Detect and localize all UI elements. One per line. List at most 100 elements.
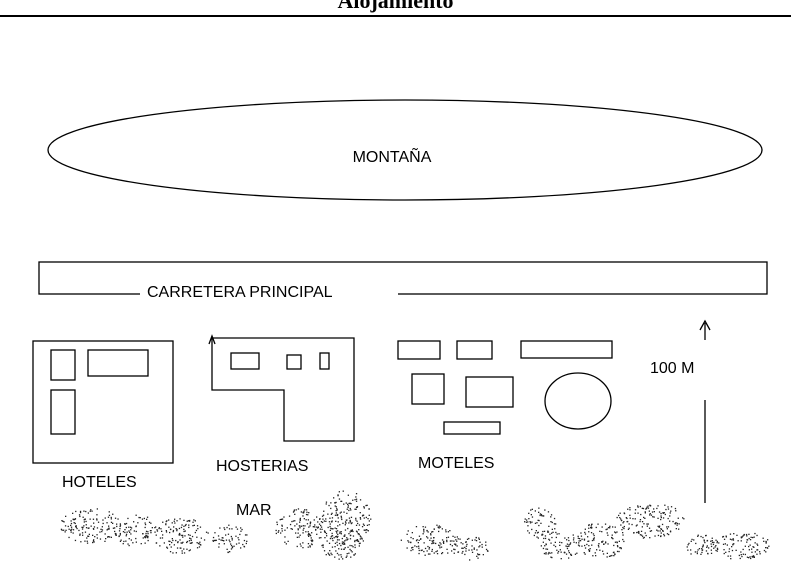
sea-dot (183, 552, 186, 554)
sea-dot (179, 534, 181, 536)
sea-dot (189, 534, 191, 536)
sea-dot (75, 510, 77, 513)
sea-dot (173, 526, 175, 528)
sea-dot (231, 539, 233, 541)
sea-dot (639, 534, 642, 536)
sea-dot (415, 540, 418, 542)
sea-dot (78, 529, 80, 532)
sea-dot (278, 530, 280, 532)
sea-dot (587, 536, 589, 538)
sea-dot (195, 529, 198, 532)
sea-dot (328, 521, 331, 523)
sea-dot (663, 535, 666, 537)
sea-dot (748, 557, 750, 559)
sea-dot (307, 546, 309, 548)
sea-dot (540, 545, 542, 547)
sea-dot (62, 520, 64, 522)
sea-dot (415, 526, 418, 528)
sea-dot (318, 537, 321, 539)
sea-dot (179, 539, 181, 541)
sea-dot (340, 548, 343, 550)
sea-dot (634, 512, 636, 514)
sea-dot (551, 532, 553, 534)
sea-dot (549, 552, 551, 554)
sea-dot (536, 532, 539, 534)
sea-dot (163, 542, 165, 544)
sea-dot (538, 511, 540, 513)
sea-dot (160, 528, 162, 530)
road-label-mask (140, 284, 398, 300)
sea-dot (639, 520, 641, 523)
sea-dot (142, 533, 144, 535)
sea-dot (620, 547, 622, 550)
sea-dot (644, 512, 646, 514)
sea-dot (613, 551, 615, 553)
sea-dot (344, 524, 346, 526)
sea-dot (330, 552, 332, 554)
sea-dot (606, 528, 608, 530)
sea-dot (568, 544, 570, 546)
sea-dot (645, 507, 648, 510)
sea-dot (194, 520, 196, 522)
sea-dot (407, 540, 409, 542)
sea-dot (341, 518, 343, 521)
sea-dot (230, 544, 233, 547)
sea-dot (432, 539, 435, 542)
sea-dot (649, 505, 652, 507)
sea-dot (482, 554, 484, 556)
sea-dot (325, 554, 327, 556)
sea-dot (561, 542, 563, 544)
sea-dot (327, 513, 329, 515)
sea-dot (660, 532, 662, 534)
sea-dot (610, 555, 612, 557)
motel-pool (544, 372, 612, 430)
sea-dot (351, 551, 353, 553)
sea-dot (765, 551, 767, 553)
sea-dot (596, 549, 598, 551)
sea-dot (176, 528, 178, 531)
sea-dot (590, 527, 592, 529)
sea-dot (84, 540, 86, 542)
sea-dot (647, 523, 649, 525)
sea-dot (725, 536, 727, 538)
sea-dot (715, 549, 717, 552)
sea-dot (447, 531, 449, 533)
sea-dot (191, 535, 194, 538)
sea-dot (646, 525, 648, 527)
sea-dot (678, 528, 680, 530)
sea-dot (606, 552, 608, 554)
sea-dot (350, 530, 352, 532)
sea-dot (727, 555, 729, 557)
sea-dot (350, 503, 352, 505)
sea-dot (126, 531, 128, 533)
sea-dot (174, 522, 176, 524)
sea-dot (485, 548, 488, 551)
sea-dot (361, 526, 364, 528)
sea-dot (307, 519, 309, 521)
sea-dot (328, 553, 330, 556)
sea-dot (611, 534, 613, 536)
sea-dot (335, 530, 337, 532)
sea-dot (348, 533, 350, 535)
sea-dot (618, 540, 620, 542)
sea-dot (570, 553, 572, 555)
sea-dot (686, 546, 688, 548)
sea-dot (101, 530, 103, 533)
sea-dot (589, 548, 591, 550)
sea-dot (613, 555, 615, 557)
sea-dot (451, 545, 453, 547)
sea-dot (288, 515, 291, 517)
sea-dot (429, 539, 431, 541)
sea-dot (147, 535, 149, 538)
sea-dot (556, 549, 558, 551)
sea-dot (548, 539, 551, 541)
sea-dot (347, 505, 349, 507)
sea-dot (428, 546, 431, 549)
sea-dot (645, 534, 647, 537)
sea-dot (116, 525, 118, 528)
sea-dot (346, 519, 348, 521)
sea-dot (325, 518, 327, 520)
sea-dot (335, 501, 337, 504)
sea-dot (337, 517, 339, 519)
sea-dot (588, 531, 590, 533)
